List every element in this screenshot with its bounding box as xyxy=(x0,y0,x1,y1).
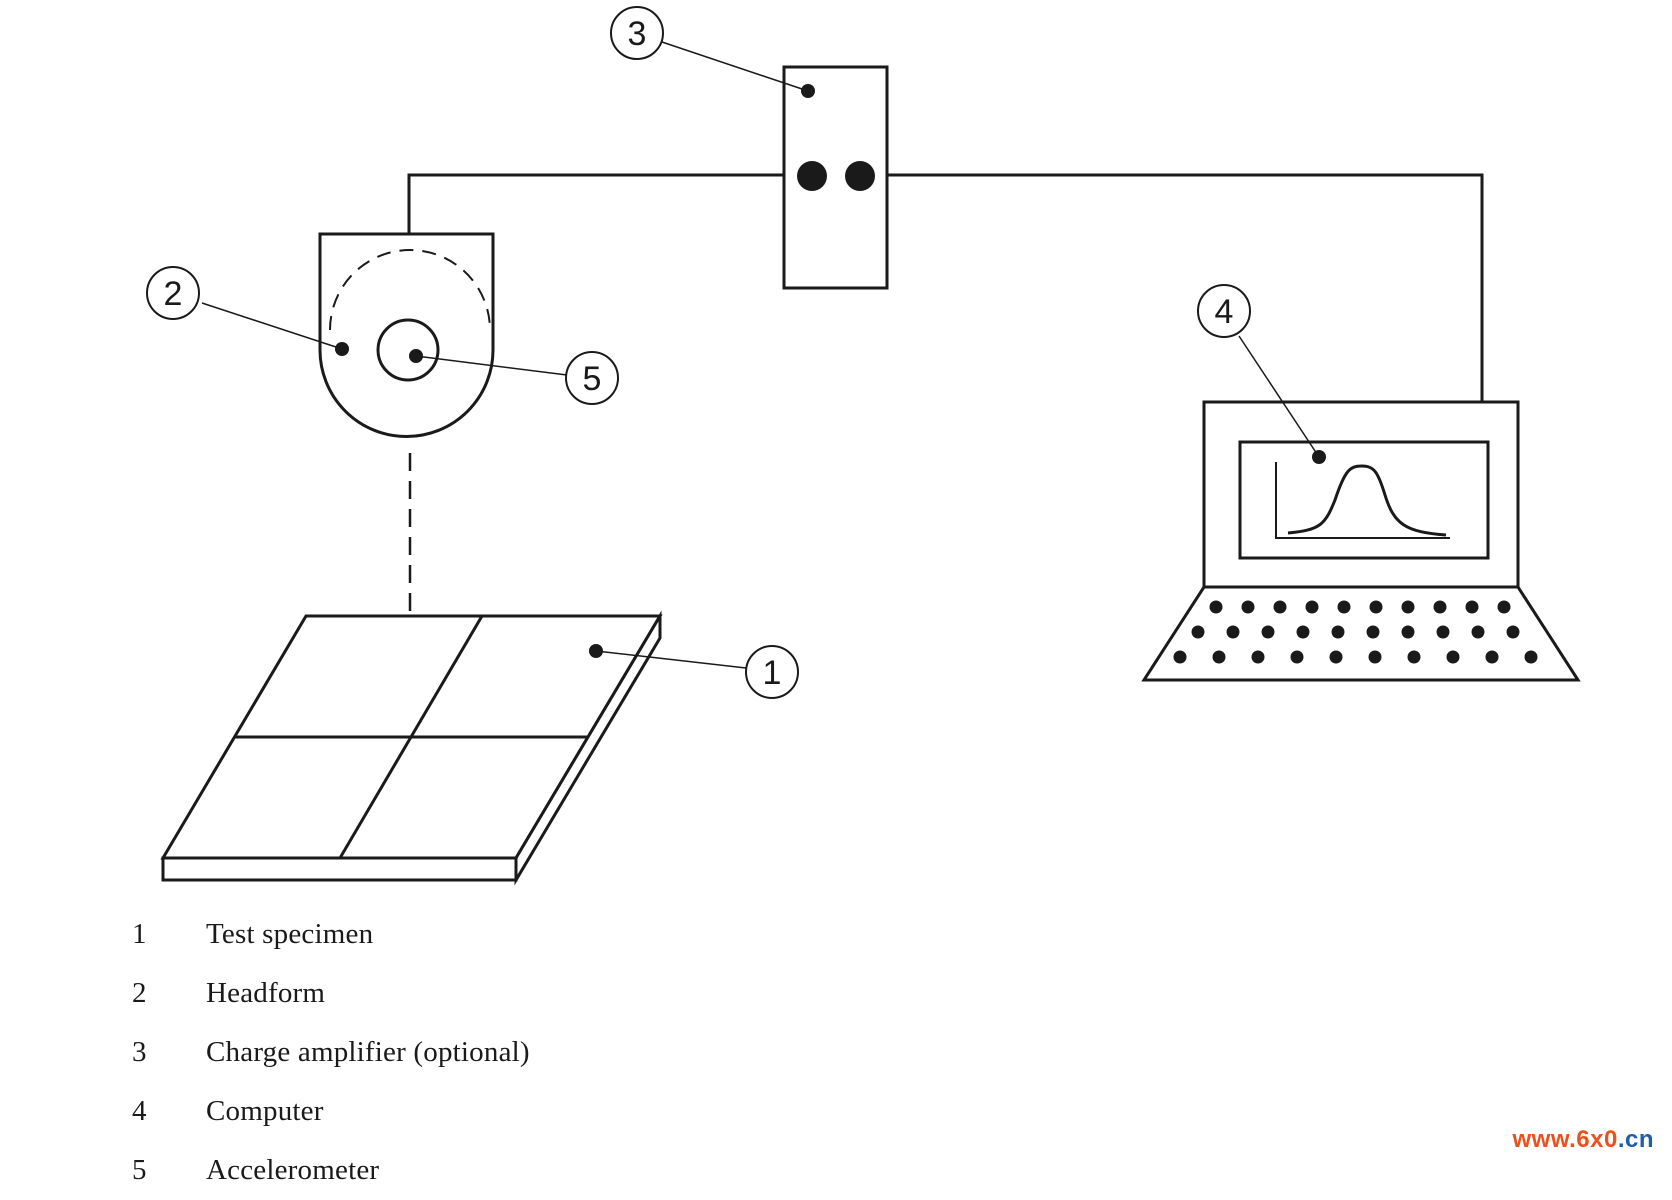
callout-label-3: 3 xyxy=(628,15,647,53)
callout-4: 4 xyxy=(1197,284,1251,338)
watermark-brand: 6x0 xyxy=(1576,1126,1618,1153)
legend-label: Computer xyxy=(206,1095,324,1127)
leader-lines xyxy=(201,41,1320,669)
legend-number: 1 xyxy=(132,918,147,950)
legend-label: Test specimen xyxy=(206,918,374,950)
callout-label-4: 4 xyxy=(1215,293,1234,331)
legend-label: Accelerometer xyxy=(206,1154,380,1186)
cable-amplifier-to-computer xyxy=(860,173,1484,406)
legend-item: 4 Computer xyxy=(132,1082,832,1141)
callout-5: 5 xyxy=(565,351,619,405)
leader-line-1 xyxy=(595,650,747,669)
legend-item: 5 Accelerometer xyxy=(132,1141,832,1200)
legend: 1 Test specimen 2 Headform 3 Charge ampl… xyxy=(132,905,832,1200)
computer xyxy=(1141,400,1581,682)
legend-number: 3 xyxy=(132,1036,147,1068)
legend-item: 1 Test specimen xyxy=(132,905,832,964)
computer-screen xyxy=(1238,440,1490,560)
leader-line-2 xyxy=(201,302,343,350)
callout-3: 3 xyxy=(610,6,664,60)
watermark-suffix: .cn xyxy=(1617,1126,1654,1153)
legend-label: Charge amplifier (optional) xyxy=(206,1036,530,1068)
leader-line-3 xyxy=(661,41,809,92)
legend-number: 5 xyxy=(132,1154,147,1186)
test-specimen xyxy=(160,610,663,886)
cables xyxy=(407,173,1484,406)
watermark-prefix: www. xyxy=(1512,1126,1577,1153)
leader-line-5 xyxy=(415,355,568,376)
amplifier-input-connector xyxy=(797,161,827,191)
leader-line-4 xyxy=(1238,335,1320,458)
keyboard-keys xyxy=(1173,600,1538,664)
callout-1: 1 xyxy=(745,645,799,699)
legend-number: 4 xyxy=(132,1095,147,1127)
accelerometer xyxy=(376,318,440,382)
legend-label: Headform xyxy=(206,977,326,1009)
legend-number: 2 xyxy=(132,977,147,1009)
legend-item: 2 Headform xyxy=(132,964,832,1023)
headform xyxy=(318,232,495,438)
amplifier-output-connector xyxy=(845,161,875,191)
legend-item: 3 Charge amplifier (optional) xyxy=(132,1023,832,1082)
callout-label-1: 1 xyxy=(763,654,782,692)
charge-amplifier xyxy=(782,65,889,290)
callout-label-5: 5 xyxy=(583,360,602,398)
cable-headform-to-amplifier xyxy=(407,173,812,234)
callout-label-2: 2 xyxy=(164,275,183,313)
screen-axes xyxy=(1275,462,1450,539)
headform-dashed-arc xyxy=(329,249,491,331)
watermark: www.6x0.cn xyxy=(1512,1126,1654,1154)
callout-2: 2 xyxy=(146,266,200,320)
screen-pulse-curve xyxy=(1287,464,1447,537)
